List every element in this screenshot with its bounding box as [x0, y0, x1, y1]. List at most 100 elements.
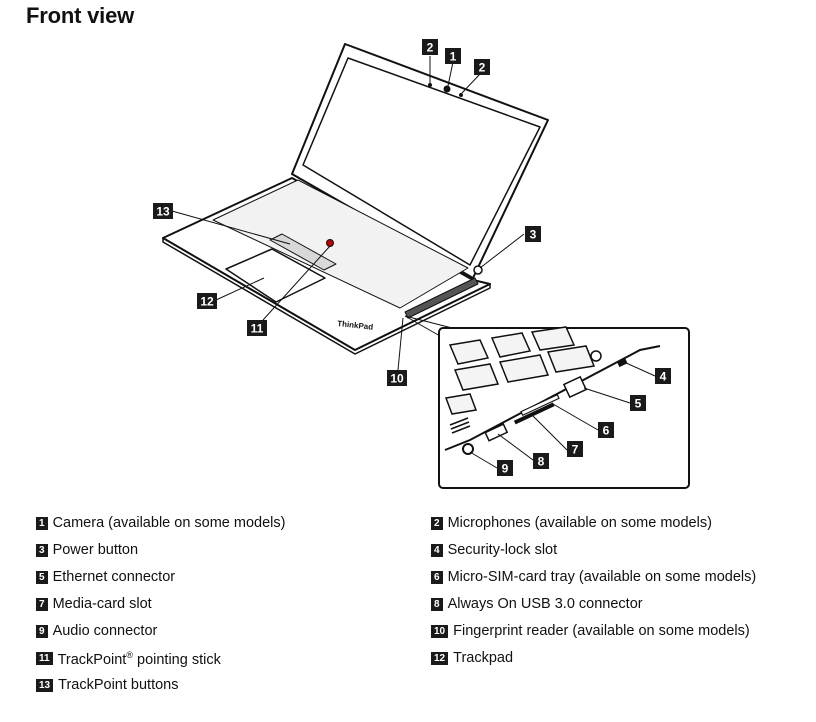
detail-ethernet-port	[562, 375, 588, 399]
legend-label: Always On USB 3.0 connector	[447, 596, 643, 612]
detail-power-button	[590, 350, 602, 362]
laptop-front-view-diagram: ThinkPad 1 2 2 3 13	[153, 39, 690, 489]
legend-num: 2	[431, 516, 443, 530]
brand-logo-text: ThinkPad	[337, 319, 374, 332]
legend-num: 5	[36, 570, 48, 584]
callout-2a: 2	[422, 39, 438, 55]
leader-3	[479, 233, 525, 269]
legend-item-4: 4 Security-lock slot	[431, 542, 557, 558]
legend-num: 4	[431, 543, 443, 557]
legend-num: 9	[36, 624, 48, 638]
port-detail-illustration	[404, 315, 690, 489]
page-title: Front view	[26, 3, 135, 28]
callout-1-num: 1	[450, 50, 457, 64]
trackpad	[225, 248, 326, 303]
callout-10-num: 10	[390, 372, 404, 386]
callout-5: 5	[630, 395, 646, 411]
callout-11-num: 11	[251, 322, 264, 336]
leader-8	[497, 433, 534, 461]
legend-num: 7	[36, 597, 48, 611]
callout-12-num: 12	[200, 295, 214, 309]
camera-lens	[443, 85, 451, 93]
legend-item-10: 10 Fingerprint reader (available on some…	[431, 623, 750, 639]
leader-5	[583, 387, 631, 404]
callout-4: 4	[655, 368, 671, 384]
callout-8-num: 8	[538, 455, 545, 469]
callout-7-num: 7	[572, 443, 579, 457]
detail-usb-port	[484, 423, 509, 442]
legend-item-2: 2 Microphones (available on some models)	[431, 515, 712, 531]
legend-label: Audio connector	[52, 623, 158, 639]
callout-9: 9	[497, 460, 513, 476]
legend-label: Power button	[52, 542, 139, 558]
callout-6-num: 6	[603, 424, 610, 438]
legend-num: 6	[431, 570, 443, 584]
detail-keys	[444, 326, 596, 415]
callout-7: 7	[567, 441, 583, 457]
detail-chassis-edge	[444, 345, 661, 451]
legend-label: Micro-SIM-card tray (available on some m…	[447, 569, 757, 585]
legend-item-3: 3 Power button	[36, 542, 138, 558]
detail-security-slot	[616, 357, 628, 368]
legend-label: Security-lock slot	[447, 542, 558, 558]
legend-item-11: 11 TrackPoint® pointing stick	[36, 650, 221, 668]
leader-9	[469, 451, 498, 469]
legend-label: Camera (available on some models)	[52, 515, 286, 531]
leader-2b	[461, 73, 481, 94]
leader-6	[552, 403, 599, 431]
callout-3: 3	[525, 226, 541, 242]
leader-13	[171, 210, 291, 245]
legend-label: Trackpad	[453, 650, 514, 666]
legend-num: 10	[431, 624, 449, 638]
trackpoint-stick	[326, 239, 334, 247]
callout-9-num: 9	[502, 462, 509, 476]
callout-4-num: 4	[660, 370, 667, 384]
legend-label: Media-card slot	[52, 596, 152, 612]
callout-3-num: 3	[530, 228, 537, 242]
callout-leaders	[171, 56, 656, 469]
legend-item-7: 7 Media-card slot	[36, 596, 152, 612]
leader-10	[397, 317, 404, 371]
callout-13-num: 13	[156, 205, 170, 219]
detail-sim-tray	[520, 393, 560, 417]
keyboard-area	[212, 179, 469, 309]
legend-label: TrackPoint buttons	[58, 677, 179, 693]
legend-num: 8	[431, 597, 443, 611]
legend-num: 12	[431, 651, 449, 665]
legend-num: 1	[36, 516, 48, 530]
callout-11: 11	[247, 320, 267, 336]
callout-5-num: 5	[635, 397, 642, 411]
legend-label: Microphones (available on some models)	[447, 515, 712, 531]
mic-right	[459, 93, 463, 97]
legend-num: 13	[36, 678, 54, 692]
callout-2b: 2	[474, 59, 490, 75]
legend-item-1: 1 Camera (available on some models)	[36, 515, 285, 531]
legend-num: 3	[36, 543, 48, 557]
legend-item-9: 9 Audio connector	[36, 623, 157, 639]
callout-10: 10	[387, 370, 407, 386]
callout-2a-num: 2	[427, 41, 434, 55]
callout-8: 8	[533, 453, 549, 469]
callout-13: 13	[153, 203, 173, 219]
detail-audio-jack	[462, 443, 474, 455]
laptop-display	[302, 57, 541, 266]
callout-2b-num: 2	[479, 61, 486, 75]
legend-item-8: 8 Always On USB 3.0 connector	[431, 596, 643, 612]
legend-label: Fingerprint reader (available on some mo…	[453, 623, 750, 639]
leader-11	[262, 245, 331, 321]
legend-label: Ethernet connector	[52, 569, 176, 585]
detail-fingerprint	[449, 417, 471, 434]
callouts: 1 2 2 3 13 12 11 10 4 5 6 7 8 9	[153, 39, 671, 476]
callout-6: 6	[598, 422, 614, 438]
laptop-base-edge	[162, 238, 491, 355]
legend-item-6: 6 Micro-SIM-card tray (available on some…	[431, 569, 756, 585]
leader-12	[215, 277, 265, 301]
leader-1	[447, 61, 454, 87]
legend-item-13: 13 TrackPoint buttons	[36, 677, 178, 693]
legend-label: TrackPoint® pointing stick	[57, 650, 221, 668]
laptop-illustration: ThinkPad	[162, 43, 549, 355]
legend-item-12: 12 Trackpad	[431, 650, 513, 666]
legend-num: 11	[36, 652, 53, 666]
legend-item-5: 5 Ethernet connector	[36, 569, 175, 585]
callout-12: 12	[197, 293, 217, 309]
